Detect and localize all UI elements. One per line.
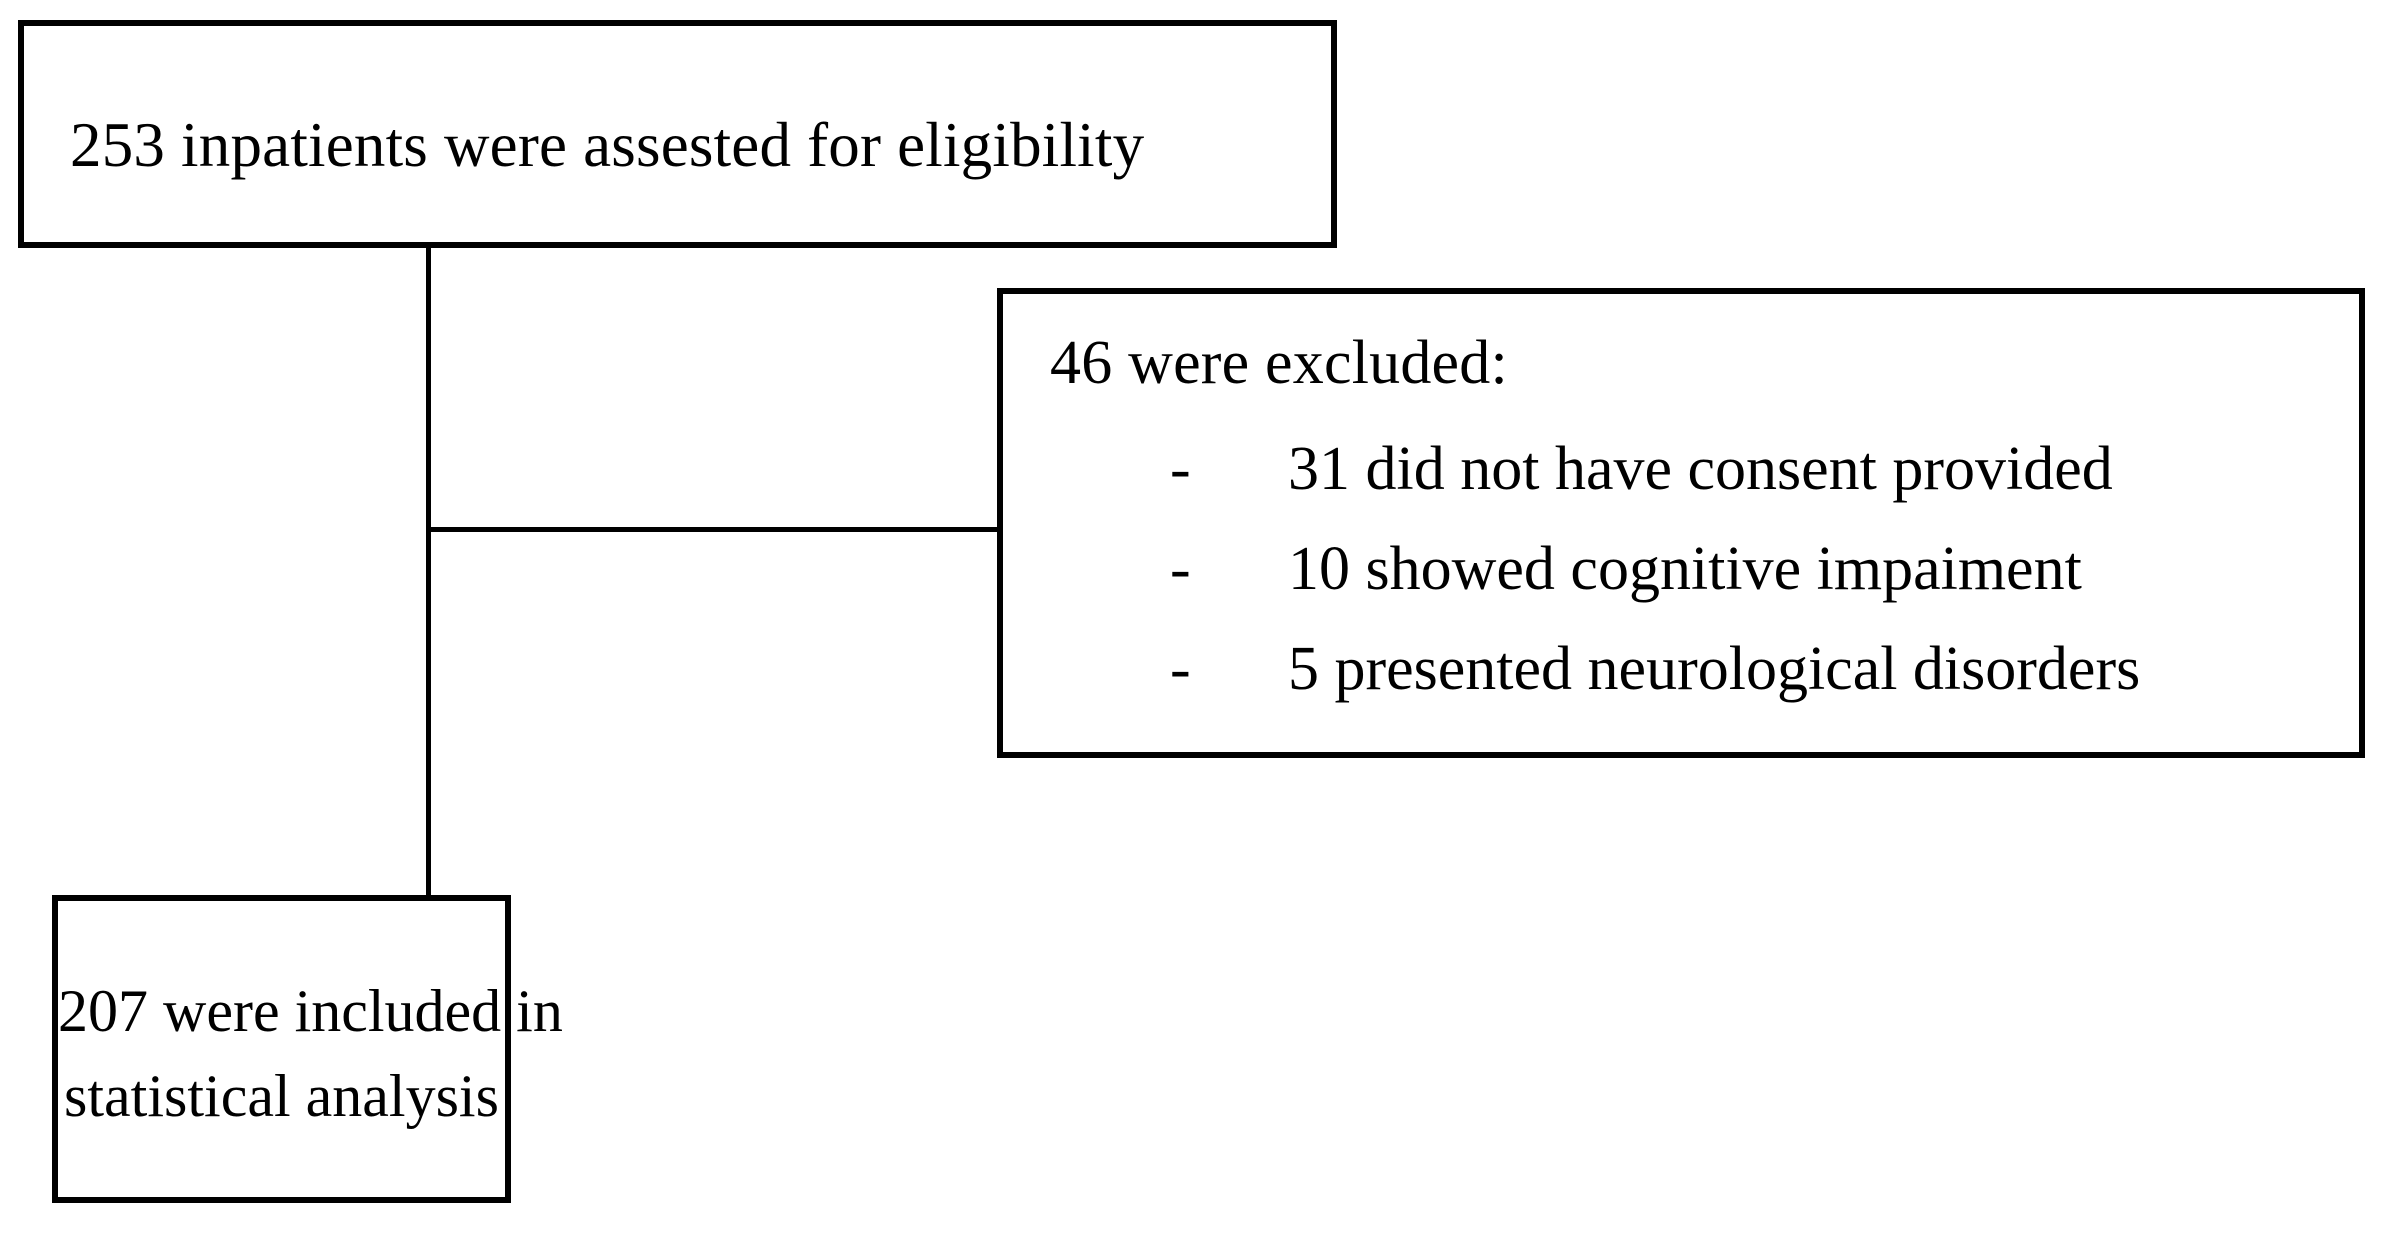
included-label-line-1: 207 were included in <box>58 978 563 1044</box>
exclusion-reason-list: - 31 did not have consent provided - 10 … <box>1050 434 2340 734</box>
list-item: - 31 did not have consent provided <box>1050 434 2340 534</box>
list-item: - 5 presented neurological disorders <box>1050 634 2340 734</box>
node-box-included: 207 were included in statistical analysi… <box>52 895 563 1203</box>
included-label: 207 were included in statistical analysi… <box>58 969 563 1139</box>
connector-assessed-to-excluded <box>428 527 999 532</box>
bullet-dash-icon: - <box>1170 535 1191 603</box>
excluded-heading: 46 were excluded: <box>1050 329 1508 397</box>
exclusion-reason-label: 5 presented neurological disorders <box>1288 635 2141 703</box>
connector-assessed-to-included <box>426 248 431 896</box>
bullet-dash-icon: - <box>1170 635 1191 703</box>
list-item: - 10 showed cognitive impaiment <box>1050 534 2340 634</box>
exclusion-reason-label: 31 did not have consent provided <box>1288 435 2113 503</box>
node-box-excluded: 46 were excluded: - 31 did not have cons… <box>997 288 2365 758</box>
exclusion-reason-label: 10 showed cognitive impaiment <box>1288 535 2082 603</box>
assessed-label: 253 inpatients were assested for eligibi… <box>70 110 1145 180</box>
bullet-dash-icon: - <box>1170 435 1191 503</box>
node-box-assessed: 253 inpatients were assested for eligibi… <box>18 20 1337 248</box>
included-label-line-2: statistical analysis <box>64 1063 499 1130</box>
